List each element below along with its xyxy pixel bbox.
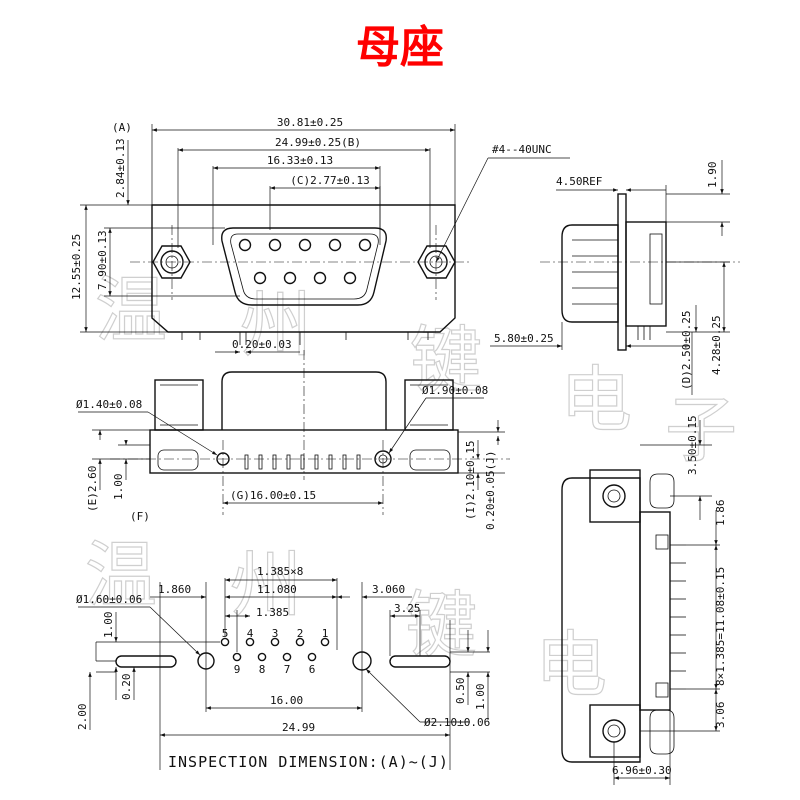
right-top-clip	[649, 473, 675, 509]
bottom-left-slot	[157, 449, 199, 471]
pin-number: 3	[272, 627, 279, 640]
watermark-char-5: 电	[560, 358, 632, 442]
dim-050-label: 0.50	[454, 678, 467, 705]
ref-a-label: (A)	[112, 121, 132, 134]
side-body	[625, 221, 667, 327]
dim-j-label: 0.20±0.05(J)	[484, 451, 497, 530]
side-view: 4.50REF 1.90 5.80±0.25 (D)2.50±0.25 4.28…	[490, 160, 740, 395]
pin-width-label: 0.20±0.03	[232, 338, 292, 351]
left-boss	[154, 379, 204, 431]
dim-325-label: 3.25	[394, 602, 421, 615]
watermark-char-2b: 州	[230, 543, 302, 627]
pin-hole	[313, 271, 327, 285]
side-shell	[561, 224, 619, 323]
dim-284-label: 2.84±0.13	[114, 138, 127, 198]
dim-100-label: 1.00	[112, 474, 125, 501]
pin-number: 2	[297, 627, 304, 640]
dim-190-label: 1.90	[706, 162, 719, 189]
right-bottom-clip	[649, 709, 675, 755]
dim-186-label: 1.86	[714, 500, 727, 527]
bottom-pin-slots	[244, 454, 361, 470]
left-slot	[115, 655, 177, 668]
right-view: 3.50±0.15 1.86 8×1.385=11.08±0.15 3.06 6…	[561, 415, 727, 785]
dim-d-label: (D)2.50±0.25	[680, 311, 693, 390]
inspection-note: INSPECTION DIMENSION:(A)~(J)	[168, 753, 449, 771]
dim-11080-right-label: 8×1.385=11.08±0.15	[714, 567, 727, 686]
pin-number: 7	[284, 663, 291, 676]
dim-a-label: 30.81±0.25	[277, 116, 343, 129]
dim-100b-label: 1.00	[474, 684, 487, 711]
dim-1385x8-label: 1.385×8	[257, 565, 303, 578]
right-body	[639, 511, 671, 711]
pin-hole	[343, 271, 357, 285]
watermark-char-5b: 电	[535, 623, 607, 707]
pin-number: 8	[259, 663, 266, 676]
page-title: 母座	[356, 22, 444, 73]
dim-790-label: 7.90±0.13	[96, 230, 109, 290]
watermark-char-4b: 键	[405, 583, 477, 667]
watermark-char-6: 子	[665, 388, 737, 472]
dim-11080-label: 11.080	[257, 583, 297, 596]
dim-350-label: 3.50±0.15	[686, 415, 699, 475]
thread-label: #4--40UNC	[492, 143, 552, 156]
dim-1385-label: 1.385	[256, 606, 289, 619]
dim-100a-label: 1.00	[102, 612, 115, 639]
front-pin-tails	[181, 332, 429, 345]
dim-020-label: 0.20	[120, 674, 133, 701]
pin-number: 6	[309, 663, 316, 676]
dim-g-label: (G)16.00±0.15	[230, 489, 316, 502]
watermark-char-2: 州	[240, 283, 312, 367]
right-shell	[561, 477, 641, 763]
pcb-layout: 5 4 3 2 1 9 8 7 6 1.385×8 11.080 1.860 3…	[76, 565, 490, 771]
dim-1255-label: 12.55±0.25	[70, 234, 83, 300]
dim-1600-label: 16.00	[270, 694, 303, 707]
watermark-char-1b: 温	[85, 533, 157, 617]
dim-260-label: (E)2.60	[86, 466, 99, 512]
ref-f-label: (F)	[130, 510, 150, 523]
bottom-view: Ø1.40±0.08 Ø1.90±0.08 (G)16.00±0.15 (E)2…	[76, 350, 510, 530]
dim-140-label: Ø1.40±0.08	[76, 398, 142, 411]
pcb-pin-holes	[220, 637, 330, 662]
dim-2499-label: 24.99	[282, 721, 315, 734]
side-window	[649, 233, 663, 305]
pin-hole	[358, 238, 372, 252]
dim-b-label: 24.99±0.25(B)	[275, 136, 361, 149]
bottom-right-slot	[409, 449, 451, 471]
side-flange	[617, 193, 627, 351]
pin-hole	[298, 238, 312, 252]
pin-hole	[238, 238, 252, 252]
front-pins	[238, 238, 372, 285]
dim-190h-label: Ø1.90±0.08	[422, 384, 488, 397]
dim-306-label: 3.06	[714, 702, 727, 729]
dim-160-label: Ø1.60±0.06	[76, 593, 142, 606]
pin-number: 9	[234, 663, 241, 676]
front-view: 30.81±0.25 (A) 24.99±0.25(B) 16.33±0.13 …	[70, 116, 570, 354]
pin-hole	[268, 238, 282, 252]
dim-3060-label: 3.060	[372, 583, 405, 596]
right-top-boss	[589, 469, 641, 523]
d-sub-outline	[221, 227, 387, 306]
pin-number: 4	[247, 627, 254, 640]
watermark-char-1: 温	[95, 268, 167, 352]
pin-number: 1	[322, 627, 329, 640]
dim-c-label: (C)2.77±0.13	[290, 174, 369, 187]
dim-696-label: 6.96±0.30	[612, 764, 672, 777]
d-sub-inner-outline	[230, 233, 379, 300]
dim-580-label: 5.80±0.25	[494, 332, 554, 345]
right-bottom-boss	[589, 704, 641, 758]
pin-hole	[328, 238, 342, 252]
dim-450-label: 4.50REF	[556, 175, 602, 188]
dim-428-label: 4.28±0.25	[710, 315, 723, 375]
dim-200-label: 2.00	[76, 704, 89, 731]
dim-c-left-label: 16.33±0.13	[267, 154, 333, 167]
pin-hole	[253, 271, 267, 285]
dim-210-label: Ø2.10±0.06	[424, 716, 490, 729]
dim-i-label: (I)2.10±0.15	[464, 441, 477, 520]
dim-1860-label: 1.860	[158, 583, 191, 596]
watermark: 温 州 键 电 子 温 州 键 电	[84, 267, 737, 707]
pin-hole	[283, 271, 297, 285]
right-pins	[655, 534, 686, 698]
